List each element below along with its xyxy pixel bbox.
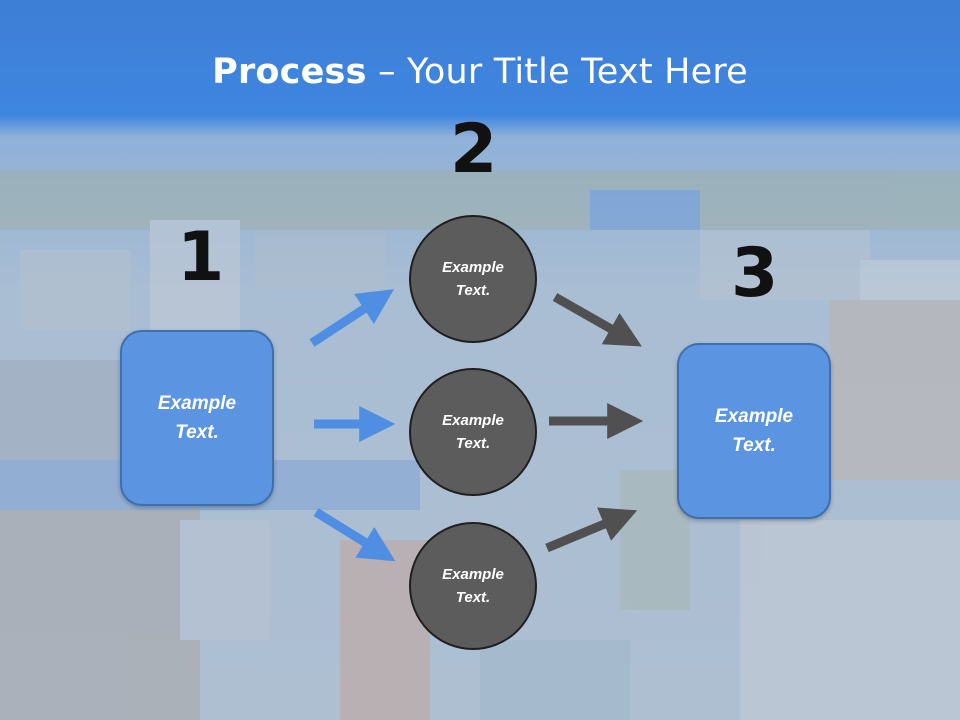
circle-middle-line1: Example	[442, 412, 504, 429]
arrow-right-down-icon	[552, 293, 642, 347]
step-number-3: 3	[731, 234, 779, 313]
step-1-text-line1: Example	[157, 393, 237, 414]
step-1-box: Example Text.	[120, 330, 274, 506]
arrow-right-up-icon	[309, 289, 395, 347]
title-bold: Process	[212, 52, 367, 92]
circle-bottom-line1: Example	[442, 566, 504, 583]
step-2-circle-top: Example Text.	[409, 215, 537, 343]
arrow-right-up-icon	[545, 507, 638, 553]
step-2-circle-middle: Example Text.	[409, 368, 537, 496]
slide-title: Process – Your Title Text Here	[0, 52, 960, 92]
title-rest: – Your Title Text Here	[366, 52, 748, 92]
step-number-1: 1	[177, 218, 225, 297]
step-3-box: Example Text.	[677, 343, 831, 519]
arrow-right-down-icon	[313, 508, 396, 562]
step-number-2: 2	[450, 110, 498, 189]
circle-bottom-line2: Text.	[455, 589, 491, 606]
circle-middle-line2: Text.	[455, 435, 491, 452]
circle-top-line1: Example	[442, 259, 504, 276]
step-2-circle-bottom: Example Text.	[409, 522, 537, 650]
step-3-text-line1: Example	[714, 406, 794, 427]
step-1-text-line2: Text.	[175, 422, 219, 443]
step-3-text-line2: Text.	[732, 435, 776, 456]
circle-top-line2: Text.	[455, 282, 491, 299]
